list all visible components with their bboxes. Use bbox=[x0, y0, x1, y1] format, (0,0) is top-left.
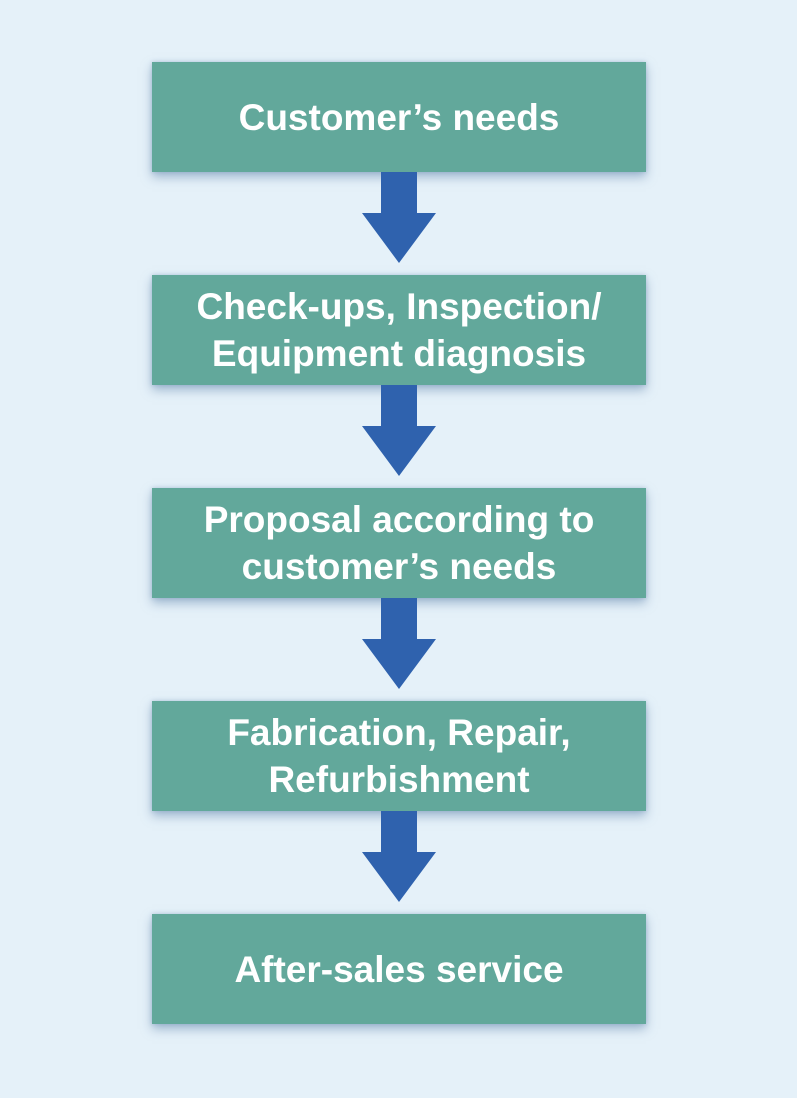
down-arrow-icon bbox=[152, 385, 646, 488]
flow-step-after-sales: After-sales service bbox=[152, 914, 646, 1024]
flow-step-proposal: Proposal according to customer’s needs bbox=[152, 488, 646, 598]
down-arrow-icon bbox=[152, 172, 646, 275]
flow-step-fabrication-repair: Fabrication, Repair, Refurbishment bbox=[152, 701, 646, 811]
down-arrow-icon bbox=[152, 811, 646, 914]
flow-step-checkups-inspection: Check-ups, Inspection/ Equipment diagnos… bbox=[152, 275, 646, 385]
down-arrow-icon bbox=[152, 598, 646, 701]
flowchart: Customer’s needs Check-ups, Inspection/ … bbox=[152, 62, 646, 1024]
flow-step-customer-needs: Customer’s needs bbox=[152, 62, 646, 172]
